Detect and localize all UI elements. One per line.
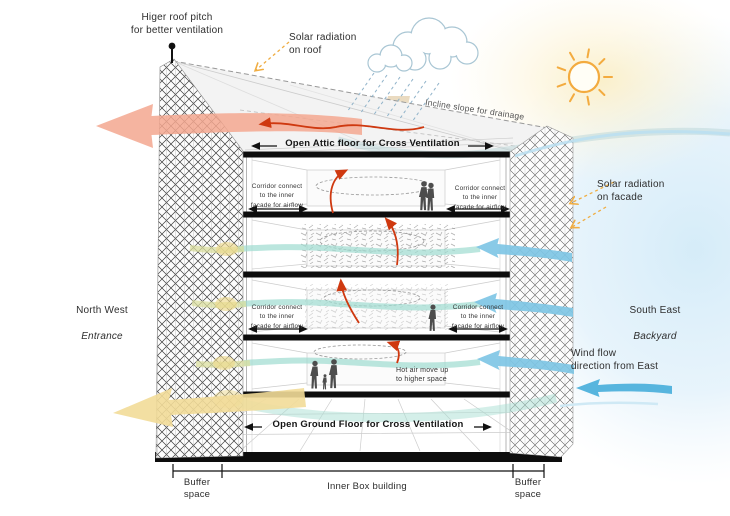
- dimension-line: [172, 464, 545, 478]
- open-attic-label: Open Attic floor for Cross Ventilation: [285, 138, 460, 149]
- corridor-label-lower-right: Corridor connect to the inner facade for…: [451, 304, 505, 330]
- southeast-label: South East: [629, 305, 681, 316]
- inner-box-label: Inner Box building: [327, 481, 407, 492]
- east-facade-mesh: [509, 125, 574, 458]
- wind-trail-line: [559, 401, 659, 408]
- entrance-label: Entrance: [81, 331, 123, 342]
- buffer-space-left-label: Buffer space: [183, 477, 211, 501]
- solar-radiation-arrow-icons: [256, 41, 615, 227]
- hot-air-exit-arrow-icon: [96, 104, 362, 148]
- solar-radiation-roof-label: Solar radiation on roof: [289, 32, 357, 56]
- hot-air-label: Hot air move up to higher space: [396, 367, 449, 384]
- label-arrows: [244, 142, 510, 431]
- rain-dashes-icon: [346, 72, 440, 123]
- corridor-label-upper-right: Corridor connect to the inner facade for…: [453, 185, 507, 211]
- southeast-backyard-label: South East Backyard: [596, 291, 714, 356]
- solar-radiation-facade-label: Solar radiation on facade: [597, 179, 665, 203]
- sun-icon: [556, 48, 613, 106]
- backyard-label: Backyard: [633, 331, 677, 342]
- wind-arrow-icons: [474, 238, 574, 374]
- northwest-entrance-label: North West Entrance: [43, 291, 161, 356]
- buffer-space-right-label: Buffer space: [514, 477, 542, 501]
- pin-marker-icon: [168, 42, 176, 63]
- wind-sweep-curve: [514, 130, 730, 158]
- corridor-label-upper-left: Corridor connect to the inner facade for…: [250, 183, 304, 209]
- hot-air-arrow-icons: [258, 117, 425, 364]
- east-wind-arrow-icon: [576, 379, 672, 397]
- ground-exit-arrow-icon: [113, 388, 306, 427]
- wind-flow-label: Wind flow direction from East: [571, 348, 659, 372]
- corridor-label-lower-left: Corridor connect to the inner facade for…: [250, 304, 304, 330]
- floor-slabs: [155, 151, 562, 462]
- open-ground-label: Open Ground Floor for Cross Ventilation: [272, 419, 464, 430]
- northwest-label: North West: [76, 305, 128, 316]
- cloud-icon: [367, 17, 479, 73]
- roof-pitch-label: Higer roof pitch for better ventilation: [130, 12, 224, 36]
